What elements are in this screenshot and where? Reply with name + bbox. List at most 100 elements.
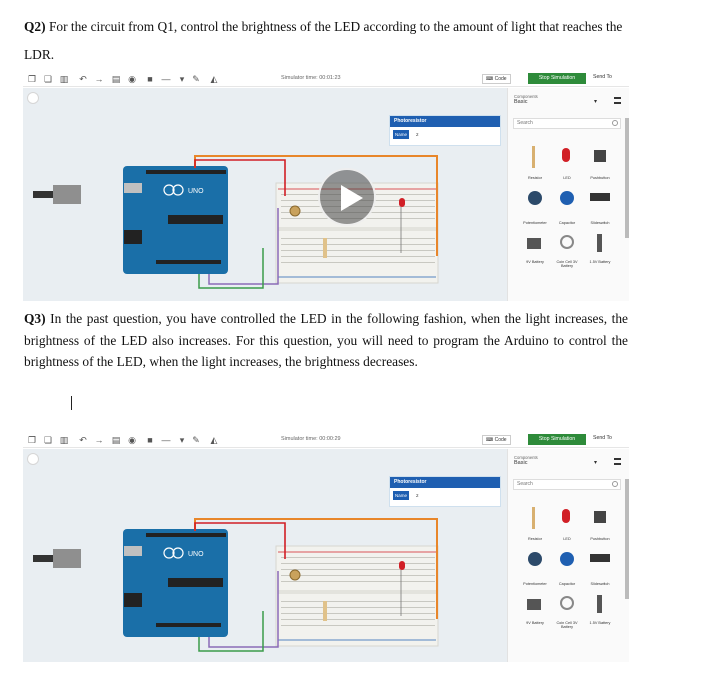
zoom-fit-icon[interactable]: [27, 92, 39, 104]
copy-icon[interactable]: ❐: [27, 74, 37, 84]
note-icon[interactable]: ▤: [111, 74, 121, 84]
component-search-input[interactable]: Search: [513, 479, 621, 490]
board-label: UNO: [188, 188, 204, 195]
component-coin-cell-battery[interactable]: Coin Cell 3V Battery: [556, 260, 578, 268]
wire-icon[interactable]: ✎: [192, 74, 200, 84]
zoom-fit-icon[interactable]: [27, 453, 39, 465]
line-icon[interactable]: —: [161, 435, 171, 445]
chevron-down-icon[interactable]: ▾: [594, 460, 598, 466]
components-scrollbar[interactable]: [625, 118, 629, 238]
circuit-workspace[interactable]: UNO: [23, 449, 507, 662]
color-icon[interactable]: ■: [147, 435, 153, 445]
components-category[interactable]: Basic: [514, 99, 528, 105]
components-label: Components: [514, 94, 538, 99]
delete-icon[interactable]: ▥: [59, 435, 69, 445]
color-icon[interactable]: ■: [147, 74, 153, 84]
stop-simulation-button[interactable]: Stop Simulation: [528, 434, 586, 445]
eye-icon[interactable]: ◉: [128, 435, 136, 445]
toolbar: ❐ ❏ ▥ ↶ → ▤ ◉ ■ — ▾ ✎ ◭ Simulator time: …: [23, 432, 629, 448]
component-resistor[interactable]: Resistor: [528, 176, 542, 180]
resistor: [323, 238, 327, 258]
component-coin-cell-battery[interactable]: Coin Cell 3V Battery: [556, 621, 578, 629]
component-pushbutton[interactable]: Pushbutton: [590, 537, 610, 541]
search-icon: [612, 120, 618, 126]
code-icon: ⌨: [486, 76, 495, 82]
component-capacitor[interactable]: Capacitor: [558, 582, 576, 586]
tinkercad-screenshot-2: ❐ ❏ ▥ ↶ → ▤ ◉ ■ — ▾ ✎ ◭ Simulator time: …: [23, 432, 629, 663]
wire-icon[interactable]: ✎: [192, 435, 200, 445]
copy-icon[interactable]: ❐: [27, 435, 37, 445]
atmega-chip: [168, 215, 223, 224]
properties-panel[interactable]: Photoresistor Name 2: [389, 115, 501, 146]
usb-cable: [33, 191, 55, 198]
component-9v-battery[interactable]: 9V Battery: [526, 260, 544, 264]
components-panel: Components Basic ▾ Search Resistor LED P…: [507, 449, 629, 662]
component-resistor[interactable]: Resistor: [528, 537, 542, 541]
stop-simulation-button[interactable]: Stop Simulation: [528, 73, 586, 84]
circuit-workspace[interactable]: UNO: [23, 88, 507, 301]
component-slideswitch[interactable]: Slideswitch: [590, 221, 610, 225]
component-icons: [527, 146, 610, 252]
arduino-logo-left: [163, 184, 175, 196]
component-led[interactable]: LED: [563, 176, 571, 180]
video-play-button[interactable]: [318, 168, 376, 226]
send-to-button[interactable]: Send To: [593, 435, 612, 441]
component-capacitor[interactable]: Capacitor: [558, 221, 576, 225]
component-slideswitch[interactable]: Slideswitch: [590, 582, 610, 586]
code-button[interactable]: ⌨ Code: [482, 74, 511, 84]
paste-icon[interactable]: ❏: [43, 74, 53, 84]
component-potentiometer[interactable]: Potentiometer: [523, 582, 547, 586]
send-to-button[interactable]: Send To: [593, 74, 612, 80]
search-placeholder: Search: [517, 481, 533, 487]
text-cursor: [71, 396, 72, 410]
led: [399, 198, 405, 207]
question-2: Q2) For the circuit from Q1, control the…: [24, 13, 628, 69]
arduino-logo-right: [172, 184, 184, 196]
chevron-down-icon[interactable]: ▾: [594, 99, 598, 105]
question-3-number: Q3): [24, 311, 46, 326]
component-icons: [527, 507, 610, 613]
digital-header: [146, 170, 226, 174]
redo-icon[interactable]: →: [94, 74, 104, 84]
dropdown-icon[interactable]: ▾: [179, 435, 185, 445]
flip-icon[interactable]: ◭: [210, 74, 218, 84]
eye-icon[interactable]: ◉: [128, 74, 136, 84]
name-value[interactable]: 2: [416, 132, 419, 137]
code-button[interactable]: ⌨ Code: [482, 435, 511, 445]
code-label: Code: [494, 76, 507, 82]
components-label: Components: [514, 455, 538, 460]
search-icon: [612, 481, 618, 487]
undo-icon[interactable]: ↶: [79, 74, 87, 84]
properties-title: Photoresistor: [390, 116, 500, 127]
undo-icon[interactable]: ↶: [79, 435, 87, 445]
component-led[interactable]: LED: [563, 537, 571, 541]
component-search-input[interactable]: Search: [513, 118, 621, 129]
properties-panel[interactable]: Photoresistor Name 2: [389, 476, 501, 507]
component-1-5v-battery[interactable]: 1.5V Battery: [589, 260, 611, 264]
board-label: UNO: [188, 551, 204, 558]
wire-green: [198, 248, 264, 289]
usb-plug: [53, 185, 81, 204]
toolbar: ❐ ❏ ▥ ↶ → ▤ ◉ ■ — ▾ ✎ ◭ Simulator time: …: [23, 71, 629, 87]
component-1-5v-battery[interactable]: 1.5V Battery: [589, 621, 611, 625]
component-potentiometer[interactable]: Potentiometer: [523, 221, 547, 225]
dropdown-icon[interactable]: ▾: [179, 74, 185, 84]
question-2-number: Q2): [24, 19, 46, 34]
line-icon[interactable]: —: [161, 74, 171, 84]
delete-icon[interactable]: ▥: [59, 74, 69, 84]
component-9v-battery[interactable]: 9V Battery: [526, 621, 544, 625]
list-view-icon[interactable]: [614, 97, 621, 104]
simulator-time: Simulator time: 00:01:23: [281, 75, 341, 81]
name-value[interactable]: 2: [416, 493, 419, 498]
note-icon[interactable]: ▤: [111, 435, 121, 445]
paste-icon[interactable]: ❏: [43, 435, 53, 445]
circuit-diagram: UNO: [33, 518, 439, 652]
components-category[interactable]: Basic: [514, 460, 528, 466]
search-placeholder: Search: [517, 120, 533, 126]
list-view-icon[interactable]: [614, 458, 621, 465]
components-scrollbar[interactable]: [625, 479, 629, 599]
component-pushbutton[interactable]: Pushbutton: [590, 176, 610, 180]
flip-icon[interactable]: ◭: [210, 435, 218, 445]
name-label: Name: [393, 491, 410, 500]
redo-icon[interactable]: →: [94, 435, 104, 445]
